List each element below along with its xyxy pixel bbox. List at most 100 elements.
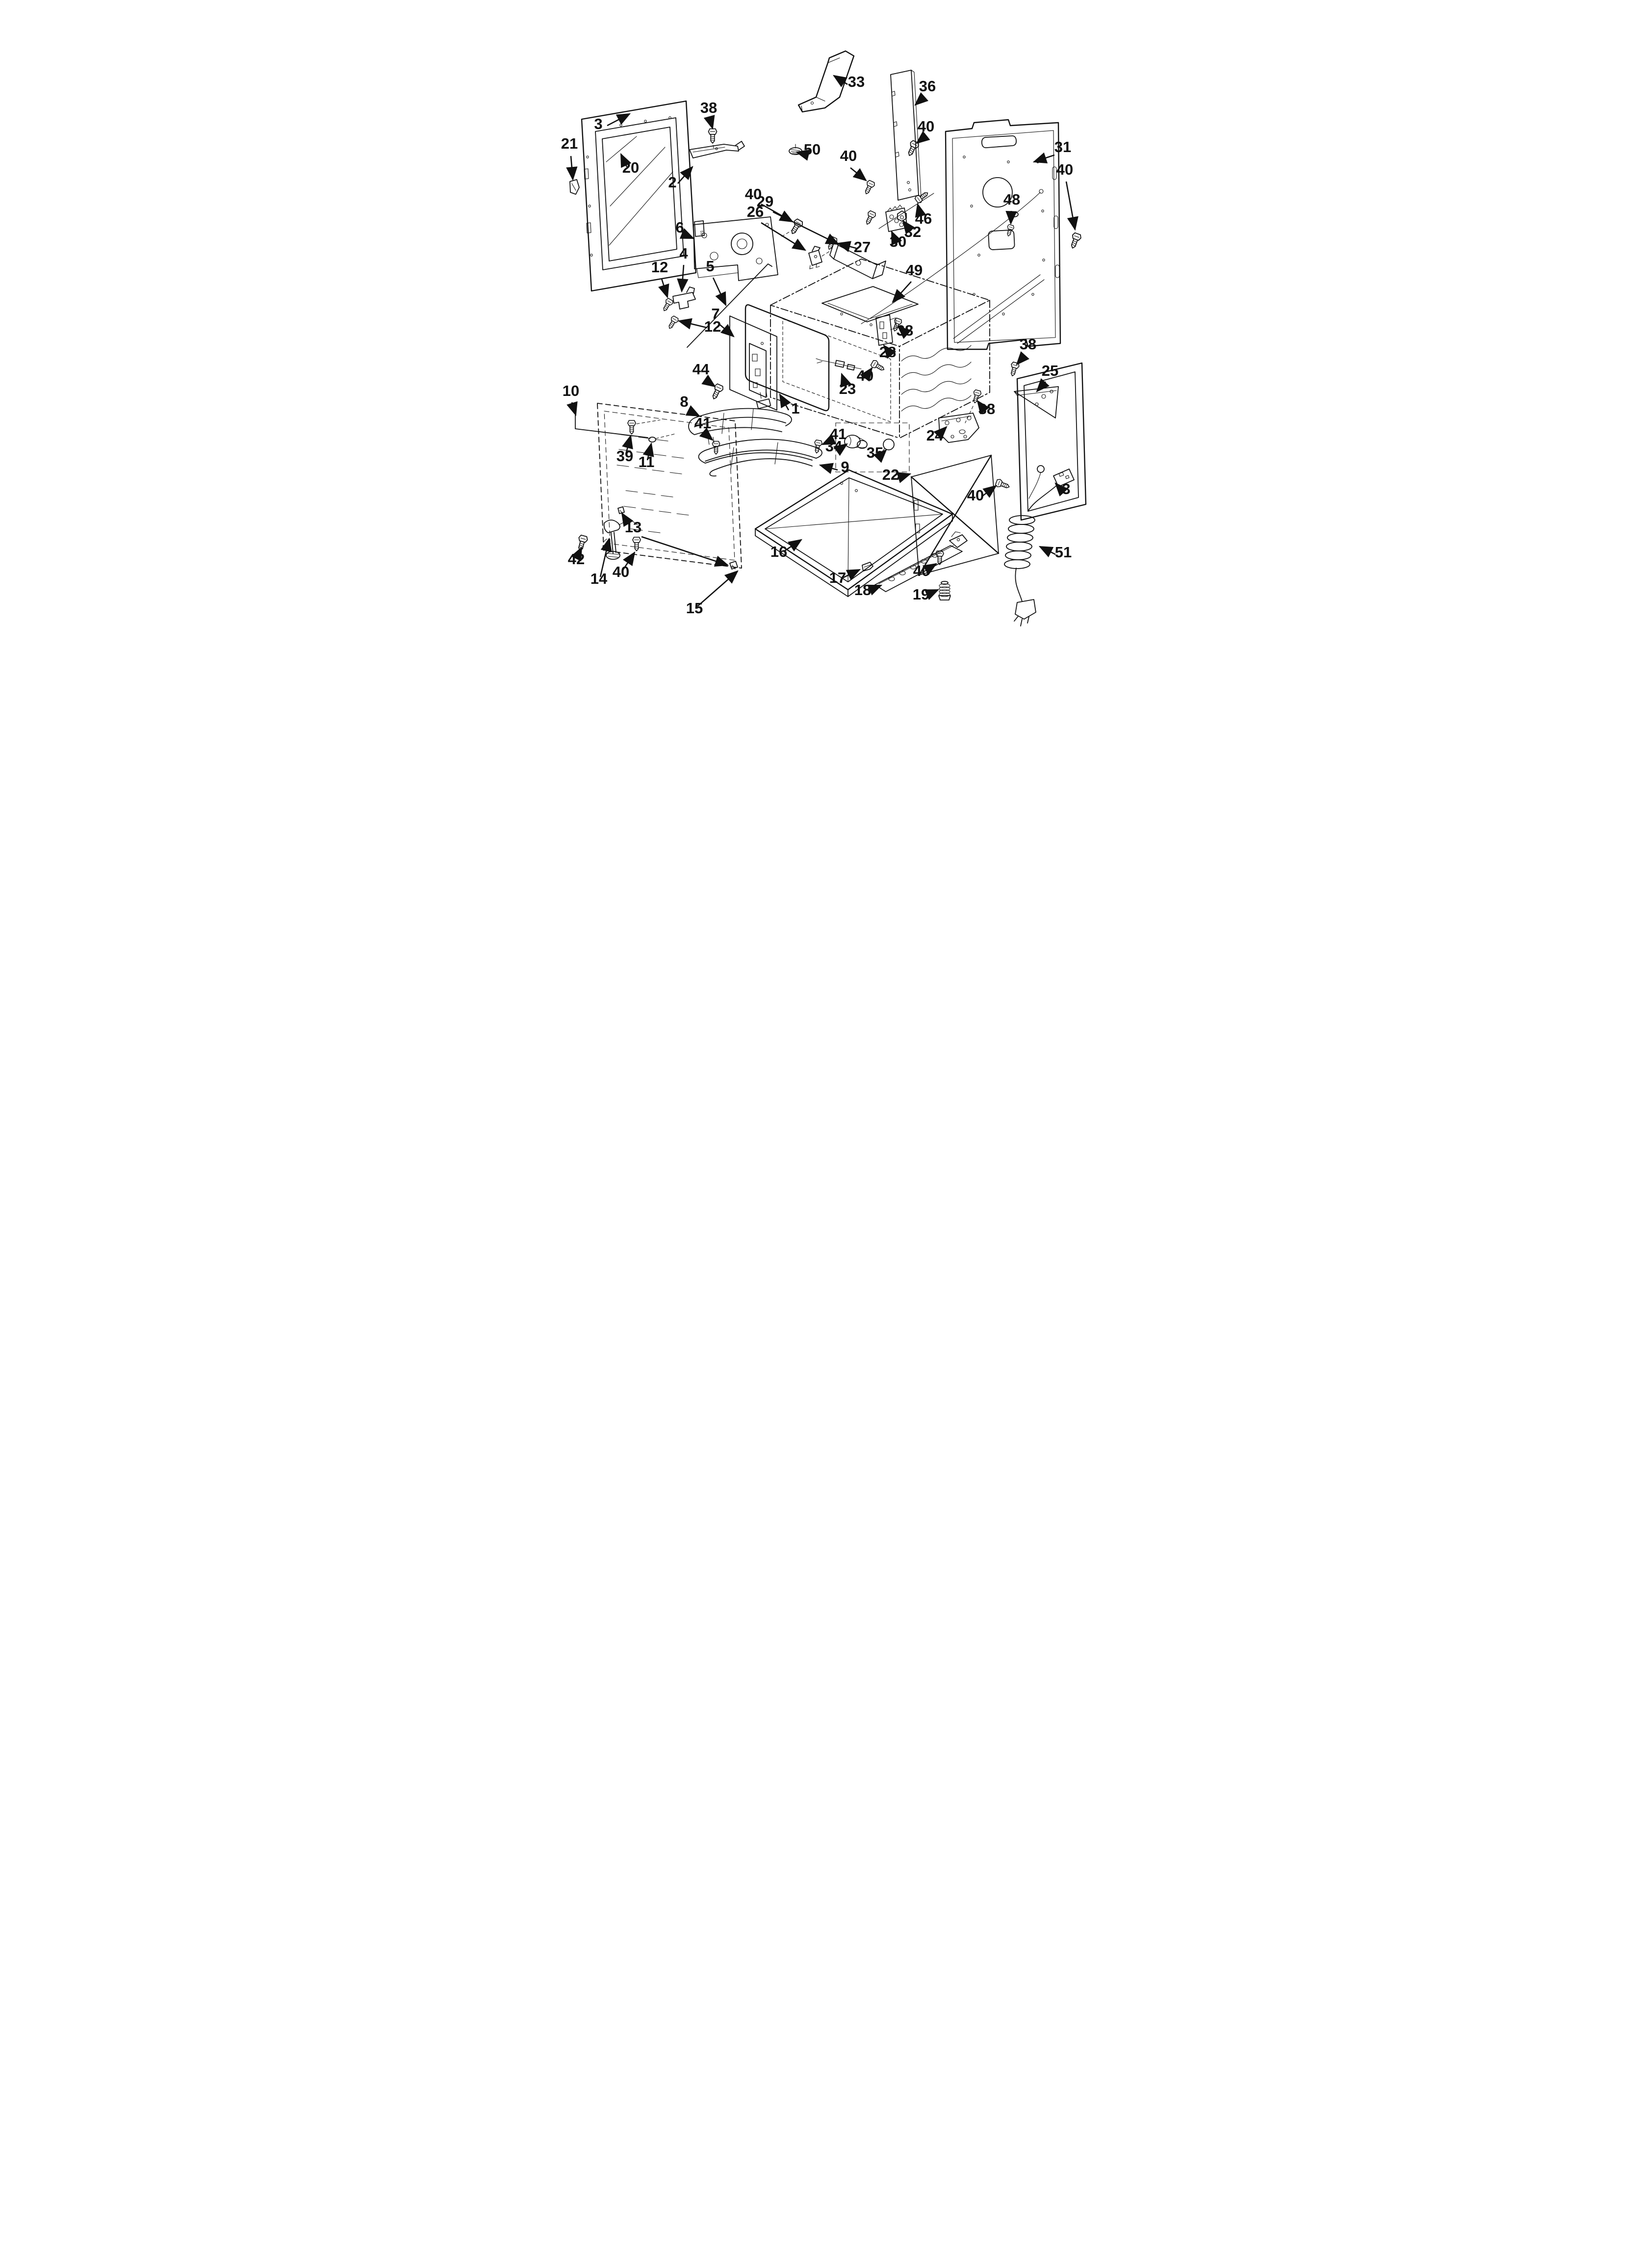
part-number: 38 — [1020, 336, 1036, 353]
callout-screw-12: 12 — [651, 259, 669, 299]
callout-layer: 3212038233503640314048463230292627404064… — [561, 73, 1078, 617]
leader-arrow — [867, 584, 883, 596]
screw-40-rear — [1068, 232, 1082, 250]
part-number: 51 — [1055, 544, 1072, 561]
part-number: 40 — [913, 562, 930, 579]
callout-bake-element-8: 8 — [680, 393, 701, 417]
foot-spacer-19 — [938, 581, 951, 600]
leader-arrow — [1016, 351, 1029, 365]
exploded-parts-diagram: 5V — [547, 0, 1095, 756]
trim-wire-10 — [575, 413, 648, 438]
part-number: 39 — [616, 447, 633, 465]
callout-screw-44: 44 — [693, 361, 716, 388]
leader-arrow — [566, 401, 578, 417]
callout-anti-tip-rail-18: 18 — [854, 581, 883, 599]
callout-side-panel-right-3: 3 — [1054, 480, 1071, 497]
callout-front-liner-7: 7 — [711, 305, 735, 338]
leader-arrow — [891, 230, 902, 246]
leader-arrow — [571, 546, 583, 562]
leader-arrow — [1054, 482, 1068, 496]
callout-mounting-plate-24: 24 — [926, 426, 948, 444]
callout-door-clip-21: 21 — [561, 135, 578, 181]
anti-tip-rail-18 — [874, 531, 968, 592]
part-number: 6 — [675, 219, 684, 236]
part-number: 41 — [694, 415, 711, 432]
leader-arrow — [1036, 378, 1050, 392]
leader-arrow — [821, 434, 837, 445]
callout-latch-motor-6: 6 — [675, 219, 695, 239]
part-number: 35 — [867, 444, 883, 461]
part-number: 14 — [590, 570, 608, 587]
callout-oven-door-panel-3: 3 — [594, 113, 631, 132]
part-number: 5 — [706, 258, 714, 275]
power-cord-51 — [1004, 465, 1075, 626]
callout-screw-40: 40 — [916, 118, 934, 144]
part-number: 22 — [882, 466, 899, 483]
door-panel-3 — [581, 100, 697, 292]
latch-plate-28 — [875, 314, 897, 346]
screw-39 — [627, 419, 661, 435]
screw-44 — [709, 383, 725, 401]
part-number: 40 — [967, 487, 984, 504]
callout-screw-40: 40 — [913, 562, 937, 579]
callout-door-gasket-1: 1 — [779, 393, 800, 417]
part-number: 3 — [1062, 480, 1070, 497]
part-number: 8 — [680, 393, 688, 410]
leader-arrow — [703, 115, 715, 130]
callout-wire-49: 49 — [892, 261, 923, 303]
callout-terminal-bolt-46: 46 — [915, 203, 932, 227]
screw-40-broil — [862, 179, 876, 196]
callout-screw-40: 40 — [840, 147, 867, 182]
part-number: 46 — [915, 210, 932, 227]
callout-hinge-bracket-2: 2 — [668, 166, 693, 191]
leader-arrow — [697, 570, 739, 607]
callout-broil-element-9: 9 — [819, 458, 849, 475]
handle-33 — [797, 50, 855, 113]
leader-arrow — [981, 485, 997, 498]
callout-screw-38: 38 — [700, 99, 717, 130]
heat-baffle-36 — [890, 70, 922, 201]
part-number: 1 — [791, 400, 799, 417]
part-number: 48 — [1003, 191, 1020, 208]
leader-arrow — [719, 324, 735, 338]
latch-rod-5 — [687, 263, 772, 348]
leader-arrow — [850, 167, 867, 182]
broil-element-9 — [698, 437, 822, 477]
leader-arrow — [833, 443, 848, 456]
part-number: 34 — [825, 438, 843, 455]
part-number: 16 — [770, 543, 787, 560]
callout-screw-41: 41 — [821, 425, 847, 445]
leader-arrow — [924, 589, 940, 600]
part-number: 3 — [594, 115, 602, 132]
clip-17 — [862, 562, 873, 572]
lamp-socket-34 — [844, 435, 868, 449]
callout-latch-hook-4: 4 — [677, 245, 689, 293]
callout-terminal-block-30: 30 — [890, 230, 906, 250]
part-number: 10 — [563, 382, 579, 399]
screw-40-motor — [781, 217, 804, 237]
leader-arrow — [902, 220, 915, 235]
part-number: 29 — [757, 193, 773, 210]
hinge-bracket-2 — [689, 141, 745, 158]
leader-arrow — [621, 512, 634, 527]
leader-arrow — [836, 241, 857, 252]
part-number: 33 — [848, 73, 865, 90]
part-number: 11 — [639, 453, 655, 470]
thermal-fuse-26 — [808, 246, 830, 269]
part-number: 38 — [700, 99, 717, 116]
leader-arrow — [712, 277, 727, 307]
part-number: 38 — [897, 322, 913, 339]
wire-49 — [861, 189, 1044, 324]
switch-marking: 5V — [699, 231, 704, 235]
callout-leveling-leg-14: 14 — [590, 537, 612, 587]
oven-cavity — [770, 259, 990, 439]
part-number: 26 — [747, 203, 764, 220]
part-number: 23 — [839, 380, 856, 397]
leader-arrow — [761, 222, 806, 251]
leader-arrow — [699, 427, 714, 441]
callout-lamp-bulb-35: 35 — [867, 444, 887, 463]
leader-arrow — [620, 153, 632, 168]
leader-arrow — [679, 228, 695, 239]
callout-panel-clip-13: 13 — [621, 512, 729, 567]
front-liner-7 — [729, 315, 777, 411]
